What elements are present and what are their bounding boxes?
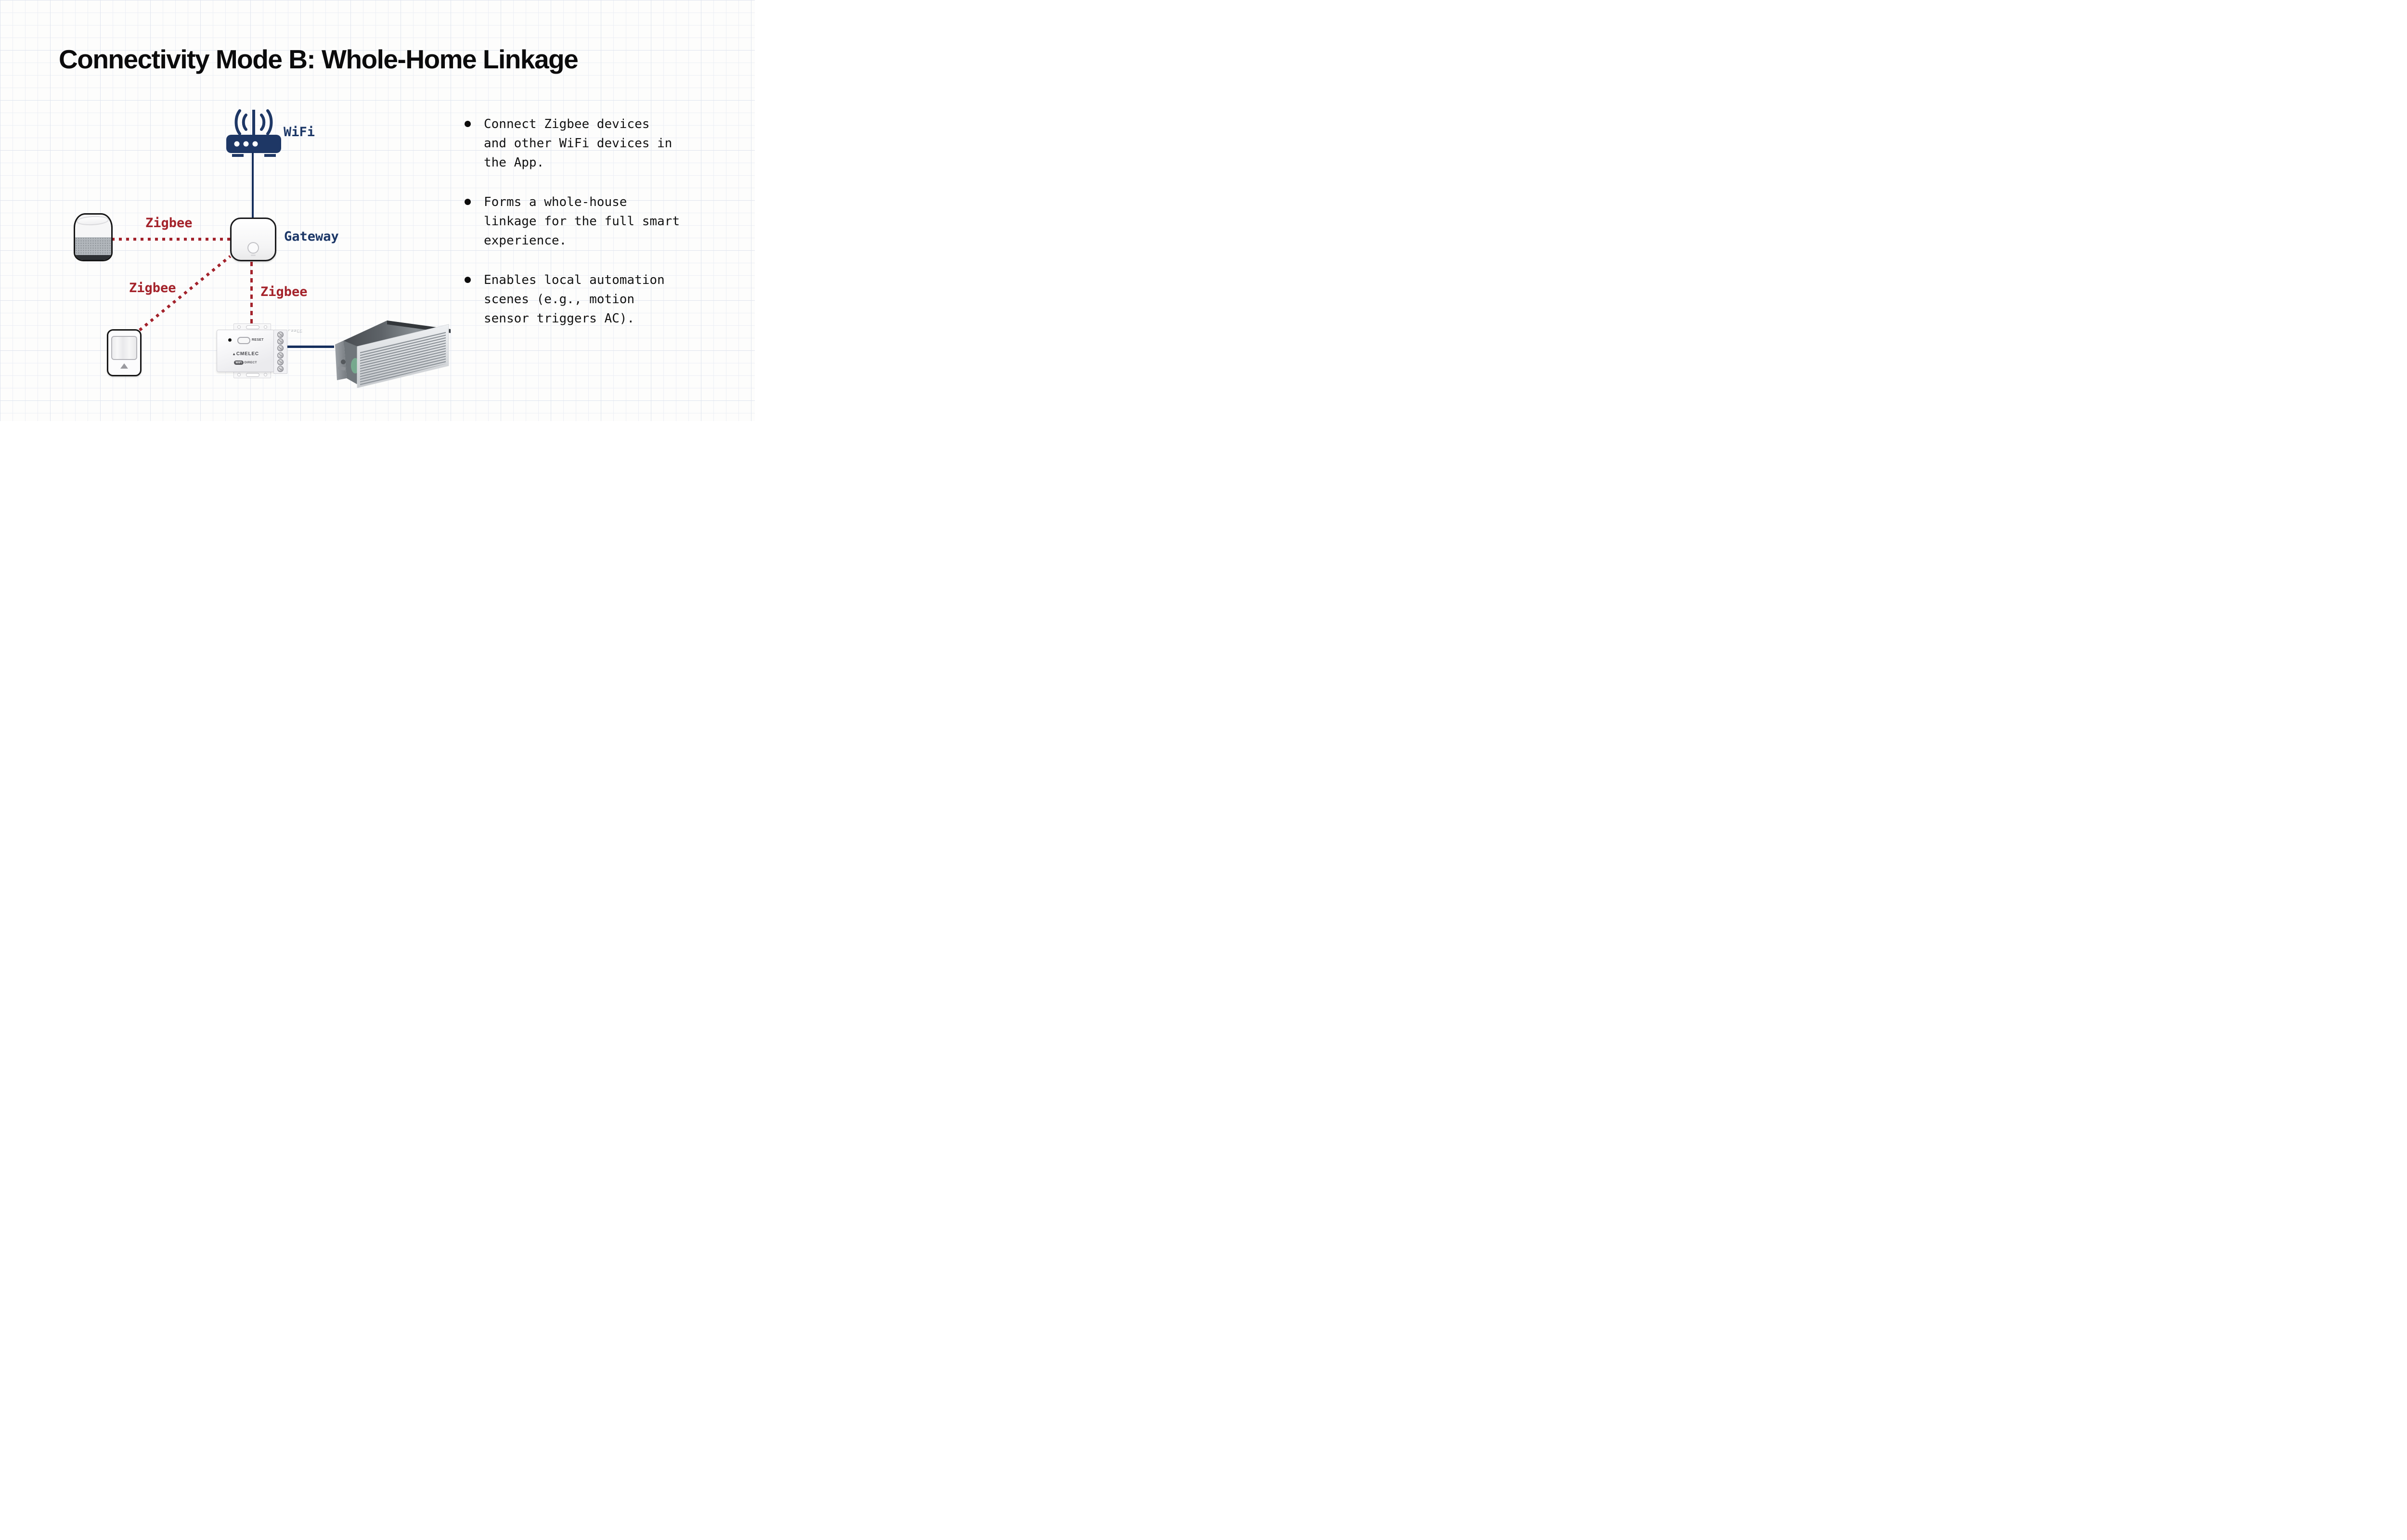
- controller-wifi-direct: WiFi DIRECT: [217, 360, 274, 365]
- controller-to-ac-line: [285, 346, 334, 348]
- gateway-slot: [251, 255, 256, 256]
- controller-terminal-block: [273, 330, 287, 374]
- wifi-to-gateway-line: [252, 152, 254, 218]
- controller-reset-label: RESET: [252, 338, 264, 342]
- motion-sensor-icon: [107, 329, 142, 376]
- bullet-line: Enables local automation: [484, 273, 665, 287]
- wifi-router-icon: [226, 109, 281, 157]
- bullet-line: scenes (e.g., motion: [484, 292, 635, 307]
- gateway-device-icon: [230, 218, 276, 261]
- ac-controller-icon: RESET ▲CMELEC WiFi DIRECT L1 L2 N N L: [217, 323, 302, 378]
- bullet-dot-icon: [465, 121, 471, 127]
- sensor-indicator: [120, 363, 128, 369]
- list-item: Connect Zigbee devices and other WiFi de…: [465, 115, 715, 172]
- zigbee-line-controller: [250, 262, 253, 324]
- bullet-line: experience.: [484, 233, 567, 248]
- speaker-mesh: [75, 237, 111, 256]
- zigbee-label-controller: Zigbee: [260, 284, 308, 299]
- bullet-list: Connect Zigbee devices and other WiFi de…: [465, 115, 715, 348]
- controller-mount-tab: [233, 371, 271, 378]
- bullet-line: linkage for the full smart: [484, 214, 680, 229]
- controller-brand: ▲CMELEC: [232, 351, 259, 357]
- bullet-line: Connect Zigbee devices: [484, 117, 650, 131]
- bullet-line: Forms a whole-house: [484, 195, 627, 209]
- sensor-window: [111, 336, 137, 360]
- page-title: Connectivity Mode B: Whole-Home Linkage: [59, 44, 579, 74]
- controller-body: RESET ▲CMELEC WiFi DIRECT: [217, 330, 274, 372]
- bullet-dot-icon: [465, 277, 471, 283]
- zigbee-line-speaker: [112, 238, 230, 241]
- bullet-line: and other WiFi devices in: [484, 136, 673, 151]
- bullet-line: sensor triggers AC).: [484, 311, 635, 326]
- zigbee-label-speaker: Zigbee: [145, 216, 193, 231]
- list-item: Forms a whole-house linkage for the full…: [465, 192, 715, 250]
- speaker-top: [76, 215, 109, 226]
- controller-reset-button: [237, 337, 250, 344]
- slide: Connectivity Mode B: Whole-Home Linkage …: [0, 0, 755, 421]
- list-item: Enables local automation scenes (e.g., m…: [465, 270, 715, 328]
- speaker-base: [75, 255, 111, 260]
- smart-speaker-icon: [74, 213, 113, 261]
- bullet-dot-icon: [465, 199, 471, 205]
- ducted-ac-unit-icon: [335, 321, 451, 388]
- wifi-label: WiFi: [284, 125, 315, 140]
- gateway-button: [247, 242, 259, 254]
- bullet-line: the App.: [484, 155, 544, 170]
- zigbee-label-sensor: Zigbee: [129, 281, 176, 295]
- gateway-label: Gateway: [284, 229, 339, 244]
- controller-led: [228, 338, 232, 342]
- controller-terminal-labels: L1 L2 N N L: [287, 330, 302, 333]
